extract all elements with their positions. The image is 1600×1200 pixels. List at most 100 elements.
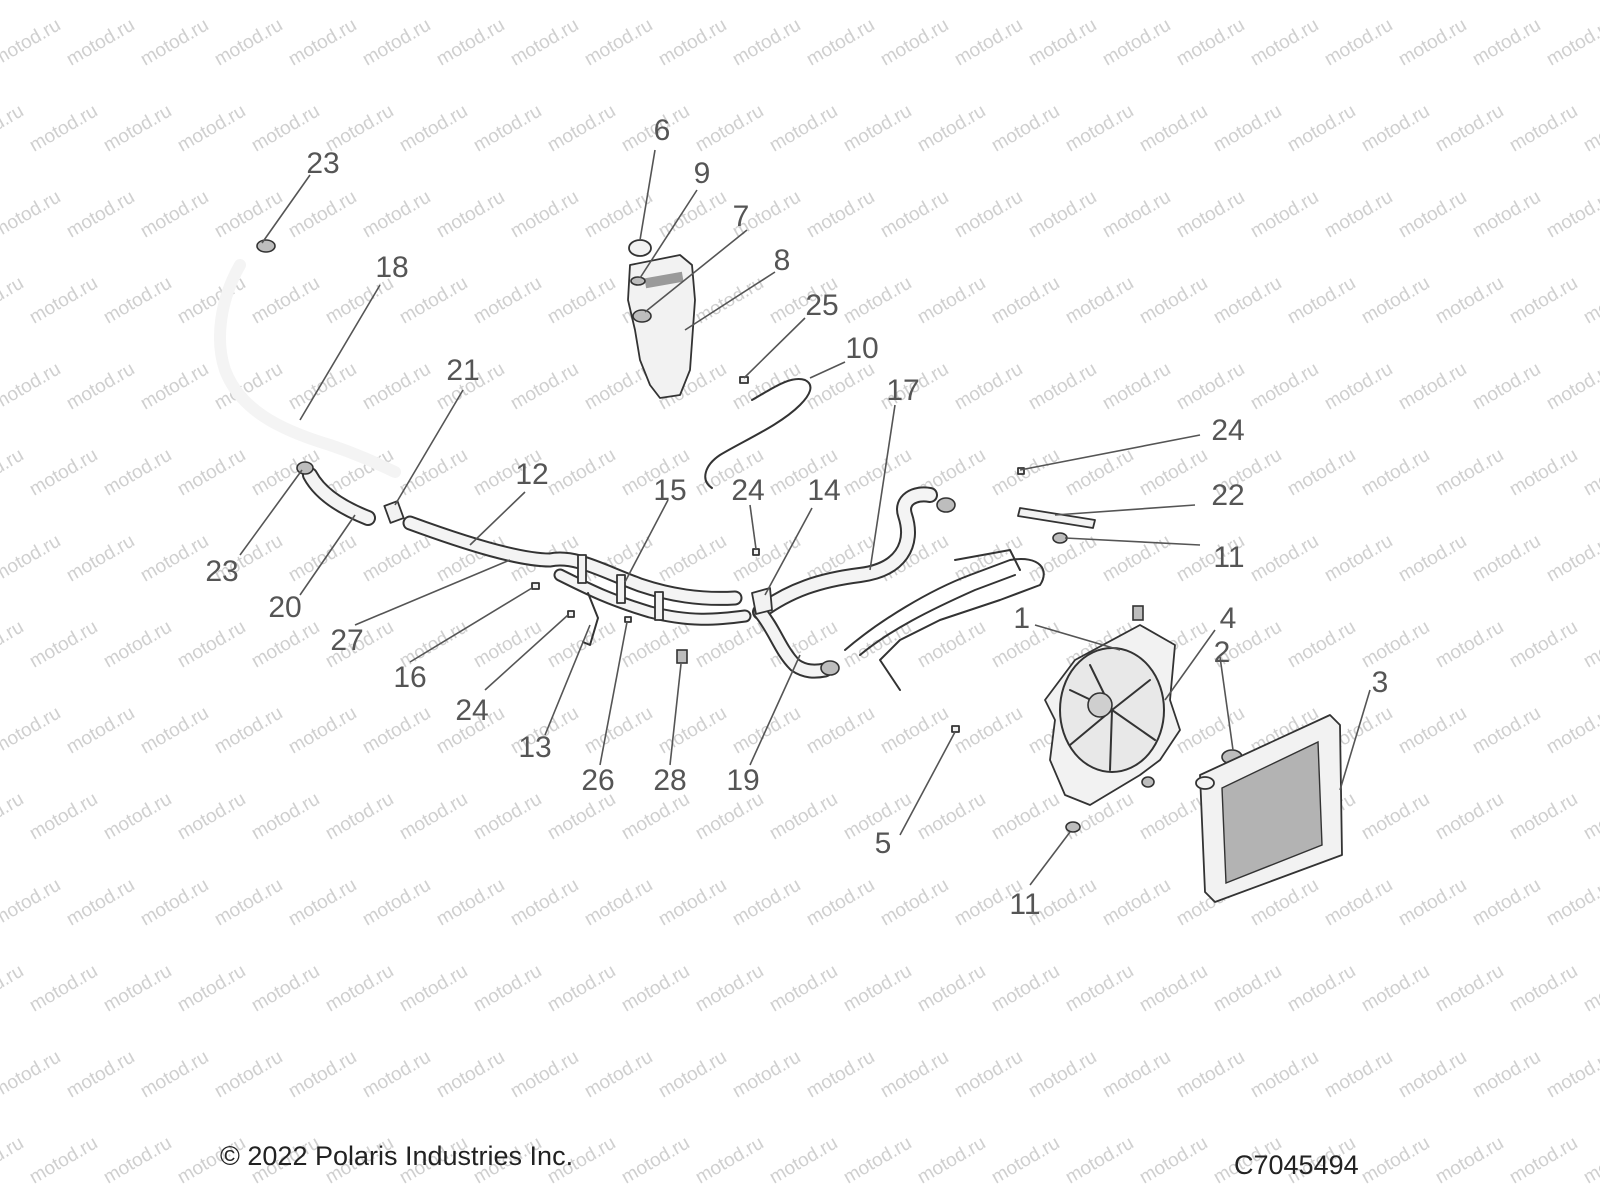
watermark-text: motod.ru (1506, 445, 1581, 501)
frame-tube-2 (859, 574, 1016, 656)
watermark-text: motod.ru (63, 187, 138, 243)
watermark-text: motod.ru (1321, 359, 1396, 415)
watermark-text: motod.ru (729, 703, 804, 759)
watermark-text: motod.ru (914, 617, 989, 673)
watermark-text: motod.ru (470, 617, 545, 673)
watermark-text: motod.ru (951, 703, 1026, 759)
watermark-text: motod.ru (26, 961, 101, 1017)
watermark-text: motod.ru (1469, 359, 1544, 415)
watermark-text: motod.ru (544, 101, 619, 157)
watermark-text: motod.ru (1395, 875, 1470, 931)
watermark-text: motod.ru (1395, 187, 1470, 243)
callout-9: 9 (694, 157, 711, 190)
watermark-text: motod.ru (1062, 961, 1137, 1017)
callout-5: 5 (875, 827, 892, 860)
watermark-text: motod.ru (1469, 531, 1544, 587)
watermark-text: motod.ru (1247, 1047, 1322, 1103)
watermark-text: motod.ru (1395, 15, 1470, 71)
bracket-14 (751, 587, 773, 615)
watermark-text: motod.ru (1284, 445, 1359, 501)
callout-11-upper: 11 (1213, 541, 1244, 574)
cap-6 (628, 239, 652, 257)
watermark-text: motod.ru (877, 875, 952, 931)
watermark-text: motod.ru (285, 15, 360, 71)
watermark-text: motod.ru (1284, 101, 1359, 157)
watermark-text: motod.ru (507, 187, 582, 243)
watermark-text: motod.ru (1358, 961, 1433, 1017)
watermark-text: motod.ru (359, 187, 434, 243)
watermark-text: motod.ru (692, 789, 767, 845)
watermark-text: motod.ru (1432, 789, 1507, 845)
watermark-text: motod.ru (63, 531, 138, 587)
watermark-text: motod.ru (655, 875, 730, 931)
watermark-text: motod.ru (433, 1047, 508, 1103)
watermark-text: motod.ru (63, 703, 138, 759)
watermark-text: motod.ru (470, 961, 545, 1017)
watermark-text: motod.ru (26, 617, 101, 673)
watermark-text: motod.ru (1469, 187, 1544, 243)
sensor-28 (676, 649, 688, 664)
watermark-text: motod.ru (1506, 961, 1581, 1017)
watermark-text: motod.ru (729, 15, 804, 71)
watermark-text: motod.ru (1543, 875, 1600, 931)
callout-26: 26 (581, 764, 614, 797)
watermark-text: motod.ru (914, 101, 989, 157)
watermark-text: motod.ru (137, 15, 212, 71)
watermark-text: motod.ru (1173, 359, 1248, 415)
callout-24-lower: 24 (455, 694, 488, 727)
callout-18: 18 (375, 251, 408, 284)
watermark-text: motod.ru (1432, 101, 1507, 157)
clamp-23-lower (296, 461, 314, 475)
watermark-text: motod.ru (1247, 531, 1322, 587)
reservoir-8 (627, 254, 696, 399)
watermark-text: motod.ru (1136, 273, 1211, 329)
watermark-text: motod.ru (1136, 445, 1211, 501)
callout-6: 6 (654, 114, 671, 147)
watermark-text: motod.ru (174, 445, 249, 501)
watermark-text: motod.ru (655, 15, 730, 71)
watermark-text: motod.ru (0, 273, 27, 329)
fan-blades (1069, 664, 1156, 771)
watermark-text: motod.ru (581, 15, 656, 71)
watermark-text: motod.ru (803, 15, 878, 71)
tube-12-lower-inner (555, 570, 750, 624)
callout-20: 20 (268, 591, 301, 624)
watermark-text: motod.ru (100, 789, 175, 845)
watermark-text: motod.ru (544, 961, 619, 1017)
watermark-text: motod.ru (766, 961, 841, 1017)
figure-code: C7045494 (1234, 1150, 1359, 1180)
watermark-text: motod.ru (396, 101, 471, 157)
watermark-text: motod.ru (1062, 445, 1137, 501)
watermark-text: motod.ru (1025, 359, 1100, 415)
watermark-text: motod.ru (174, 789, 249, 845)
watermark-text: motod.ru (1210, 101, 1285, 157)
watermark-text: motod.ru (914, 961, 989, 1017)
watermark-text: motod.ru (1432, 273, 1507, 329)
hose-18-inner (214, 259, 401, 478)
callout-1: 1 (1013, 602, 1030, 635)
watermark-text: motod.ru (988, 273, 1063, 329)
watermark-text: motod.ru (0, 961, 27, 1017)
watermark-text: motod.ru (248, 617, 323, 673)
watermark-text: motod.ru (1395, 1047, 1470, 1103)
watermark-text: motod.ru (581, 187, 656, 243)
watermark-text: motod.ru (285, 703, 360, 759)
watermark-text: motod.ru (988, 789, 1063, 845)
watermark-text: motod.ru (840, 273, 915, 329)
watermark-text: motod.ru (1395, 359, 1470, 415)
watermark-text: motod.ru (1358, 445, 1433, 501)
watermark-text: motod.ru (1432, 1133, 1507, 1189)
watermark-text: motod.ru (1395, 531, 1470, 587)
watermark-text: motod.ru (248, 961, 323, 1017)
watermark-text: motod.ru (137, 531, 212, 587)
watermark-text: motod.ru (100, 1133, 175, 1189)
watermark-text: motod.ru (100, 961, 175, 1017)
watermark-text: motod.ru (63, 15, 138, 71)
watermark-text: motod.ru (26, 273, 101, 329)
watermark-text: motod.ru (1432, 961, 1507, 1017)
watermark-text: motod.ru (1247, 187, 1322, 243)
bolt-16 (531, 582, 540, 590)
watermark-text: motod.ru (1395, 703, 1470, 759)
grommet (1141, 776, 1155, 788)
watermark-text: motod.ru (211, 187, 286, 243)
